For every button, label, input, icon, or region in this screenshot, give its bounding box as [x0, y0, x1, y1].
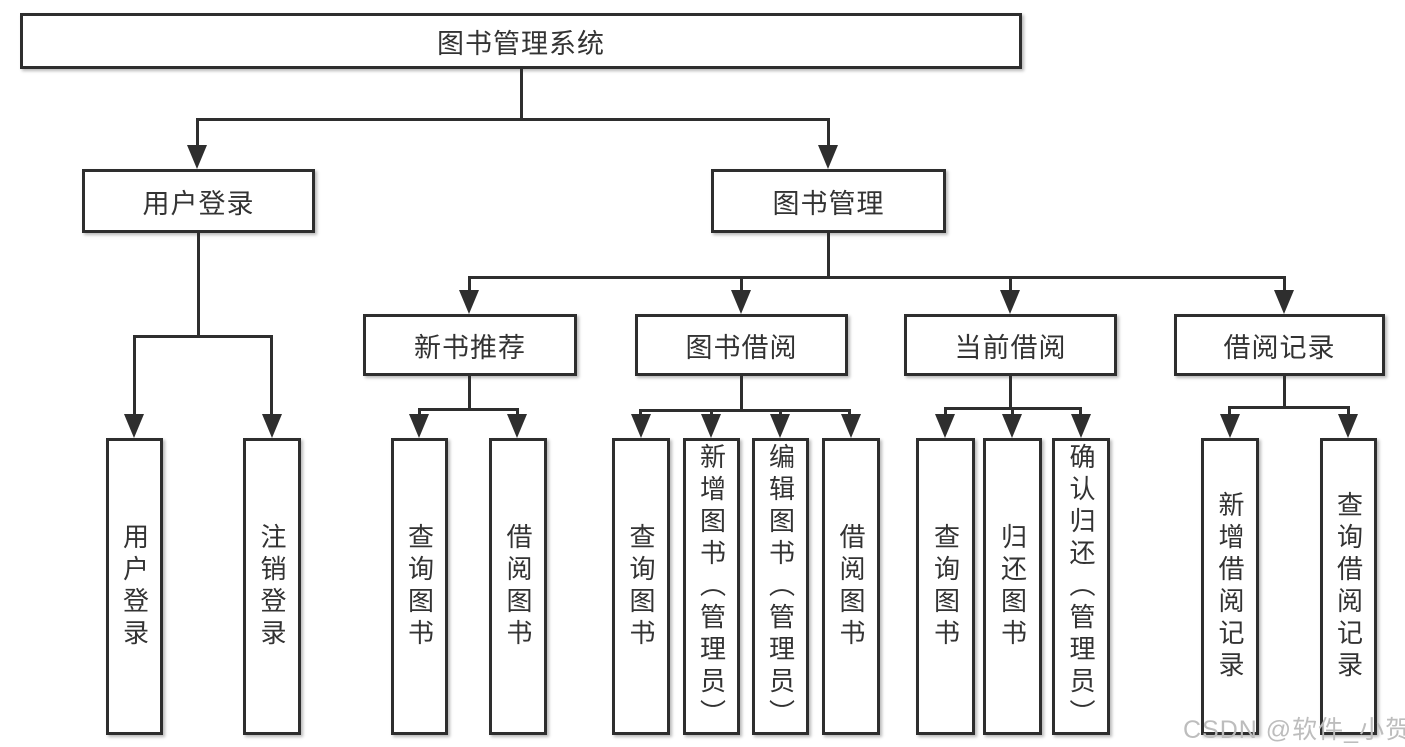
connector-line — [827, 118, 830, 147]
connector-line — [196, 118, 199, 147]
node-label: 借阅图书 — [836, 522, 866, 651]
csdn-watermark: CSDN @软件_小贺同学 — [1183, 716, 1405, 744]
arrowhead-down-icon — [1071, 414, 1091, 438]
connector-line — [827, 233, 830, 276]
arrowhead-down-icon — [631, 414, 651, 438]
node-root-library-system: 图书管理系统 — [20, 13, 1022, 69]
node-label: 新增图书（管理员） — [696, 442, 727, 731]
connector-line — [848, 409, 851, 417]
leaf-query-books-borrow: 查询图书 — [612, 438, 670, 735]
node-label: 查询图书 — [930, 522, 961, 651]
connector-line — [1011, 407, 1014, 417]
connector-line — [196, 118, 830, 121]
leaf-user-login: 用户登录 — [106, 438, 163, 735]
node-book-borrowing: 图书借阅 — [635, 314, 848, 376]
node-label: 图书借阅 — [685, 332, 798, 363]
connector-line — [639, 409, 851, 412]
connector-line — [1009, 376, 1012, 407]
leaf-borrow-books-recommend: 借阅图书 — [489, 438, 547, 735]
connector-line — [1079, 407, 1082, 417]
leaf-query-borrow-record: 查询借阅记录 — [1320, 438, 1377, 735]
connector-line — [270, 335, 273, 416]
connector-line — [1009, 276, 1012, 292]
leaf-confirm-return-admin: 确认归还（管理员） — [1052, 438, 1110, 735]
connector-line — [197, 233, 200, 335]
arrowhead-down-icon — [409, 414, 429, 438]
connector-line — [418, 408, 421, 417]
leaf-add-books-admin: 新增图书（管理员） — [683, 438, 740, 735]
arrowhead-down-icon — [841, 414, 861, 438]
leaf-query-books-current: 查询图书 — [916, 438, 975, 735]
node-label: 借阅图书 — [503, 522, 533, 651]
leaf-borrow-books: 借阅图书 — [822, 438, 880, 735]
connector-line — [133, 335, 136, 416]
node-label: 图书管理 — [772, 188, 885, 219]
arrowhead-down-icon — [1220, 414, 1240, 438]
leaf-return-books: 归还图书 — [983, 438, 1042, 735]
node-label: 当前借阅 — [954, 332, 1067, 363]
node-borrowing-records: 借阅记录 — [1174, 314, 1385, 376]
connector-line — [1283, 276, 1286, 292]
arrowhead-down-icon — [262, 414, 282, 438]
arrowhead-down-icon — [1000, 290, 1020, 314]
leaf-add-borrow-record: 新增借阅记录 — [1201, 438, 1259, 735]
leaf-edit-books-admin: 编辑图书（管理员） — [752, 438, 809, 735]
connector-line — [468, 276, 471, 292]
connector-line — [1228, 406, 1231, 417]
node-label: 确认归还（管理员） — [1066, 442, 1096, 731]
connector-line — [779, 409, 782, 417]
node-user-login: 用户登录 — [82, 169, 315, 233]
node-label: 编辑图书（管理员） — [765, 442, 796, 731]
connector-line — [1347, 406, 1350, 417]
connector-line — [516, 408, 519, 417]
connector-line — [740, 276, 743, 292]
leaf-logout: 注销登录 — [243, 438, 301, 735]
arrowhead-down-icon — [731, 290, 751, 314]
node-label: 用户登录 — [119, 522, 150, 651]
node-label: 查询图书 — [626, 522, 656, 651]
connector-line — [133, 335, 273, 338]
node-label: 新增借阅记录 — [1215, 490, 1245, 683]
arrowhead-down-icon — [770, 414, 790, 438]
node-label: 新书推荐 — [414, 332, 526, 363]
node-label: 查询图书 — [404, 522, 435, 651]
connector-line — [1228, 406, 1350, 409]
node-label: 归还图书 — [997, 522, 1028, 651]
connector-line — [1283, 376, 1286, 406]
arrowhead-down-icon — [818, 145, 838, 169]
node-label: 用户登录 — [142, 188, 255, 219]
arrowhead-down-icon — [507, 414, 527, 438]
connector-line — [468, 376, 471, 408]
connector-line — [520, 69, 523, 118]
arrowhead-down-icon — [1274, 290, 1294, 314]
connector-line — [468, 276, 1286, 279]
leaf-query-books-recommend: 查询图书 — [391, 438, 448, 735]
arrowhead-down-icon — [124, 414, 144, 438]
node-current-borrowing: 当前借阅 — [904, 314, 1117, 376]
arrowhead-down-icon — [1338, 414, 1358, 438]
connector-line — [740, 376, 743, 409]
node-label: 借阅记录 — [1223, 332, 1336, 363]
arrowhead-down-icon — [1002, 414, 1022, 438]
connector-line — [710, 409, 713, 417]
node-label: 查询借阅记录 — [1333, 490, 1364, 683]
arrowhead-down-icon — [935, 414, 955, 438]
arrowhead-down-icon — [459, 290, 479, 314]
node-new-book-recommendation: 新书推荐 — [363, 314, 577, 376]
node-label: 图书管理系统 — [437, 28, 605, 59]
connector-line — [944, 407, 947, 417]
arrowhead-down-icon — [187, 145, 207, 169]
arrowhead-down-icon — [701, 414, 721, 438]
connector-line — [418, 408, 519, 411]
connector-line — [639, 409, 642, 417]
node-label: 注销登录 — [257, 522, 287, 651]
node-book-management: 图书管理 — [711, 169, 946, 233]
